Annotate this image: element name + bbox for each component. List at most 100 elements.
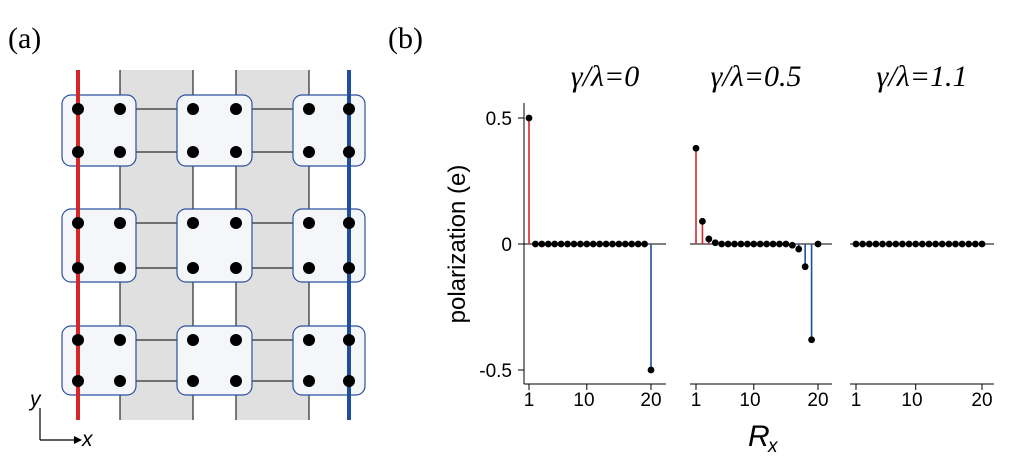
data-point bbox=[731, 240, 738, 248]
data-point bbox=[912, 240, 920, 248]
data-point bbox=[647, 366, 655, 374]
data-point bbox=[801, 263, 809, 271]
data-point bbox=[743, 240, 751, 248]
y-tick-label: 0.5 bbox=[486, 109, 512, 130]
lattice-site bbox=[303, 103, 315, 115]
subplot-title: γ/λ=0.5 bbox=[711, 60, 802, 93]
data-point bbox=[776, 240, 783, 248]
lattice-site bbox=[114, 146, 126, 158]
lattice-site bbox=[230, 217, 242, 229]
subplot-gamma-0: γ/λ=0 1 10 20 bbox=[524, 60, 666, 411]
data-point bbox=[557, 240, 565, 248]
subplot-title: γ/λ=1.1 bbox=[877, 60, 968, 93]
subplot-gamma-0.5: γ/λ=0.5 1 10 20 bbox=[690, 60, 832, 411]
panel-a-label: (a) bbox=[8, 22, 41, 55]
x-axis-letter: x bbox=[81, 428, 94, 451]
data-point bbox=[814, 240, 822, 248]
x-axis-label-main: R bbox=[748, 420, 770, 453]
x-axis-label-sub: x bbox=[767, 436, 779, 457]
lattice-site bbox=[187, 375, 199, 387]
lattice-site bbox=[343, 262, 355, 274]
data-point bbox=[589, 240, 597, 248]
data-point bbox=[965, 240, 973, 248]
data-point bbox=[795, 245, 803, 253]
data-point bbox=[705, 235, 713, 243]
data-point bbox=[724, 240, 732, 248]
lattice-site bbox=[230, 262, 242, 274]
unit-cell-block bbox=[292, 208, 366, 283]
x-tick-label: 20 bbox=[971, 390, 992, 411]
data-point bbox=[958, 240, 966, 248]
unit-cell-block bbox=[292, 94, 366, 167]
lattice-site bbox=[303, 334, 315, 346]
data-point bbox=[551, 240, 559, 248]
lattice-site bbox=[72, 334, 84, 346]
data-point bbox=[938, 240, 946, 248]
lattice-site bbox=[187, 217, 199, 229]
data-point bbox=[978, 240, 986, 248]
lattice-site bbox=[230, 334, 242, 346]
data-point bbox=[525, 114, 533, 122]
lattice-site bbox=[187, 146, 199, 158]
data-point bbox=[859, 240, 867, 248]
x-tick-label: 20 bbox=[807, 390, 828, 411]
lattice-site bbox=[343, 146, 355, 158]
lattice-site bbox=[303, 146, 315, 158]
data-point bbox=[602, 240, 610, 248]
data-point bbox=[621, 240, 629, 248]
lattice-site bbox=[72, 103, 84, 115]
data-point bbox=[532, 240, 539, 248]
data-point bbox=[905, 240, 913, 248]
lattice-site bbox=[230, 375, 242, 387]
data-point bbox=[628, 240, 636, 248]
unit-cell-block bbox=[61, 325, 137, 396]
data-point bbox=[885, 240, 893, 248]
data-point bbox=[756, 240, 764, 248]
data-point bbox=[899, 240, 906, 248]
y-tick-label: 0 bbox=[501, 235, 512, 256]
data-point bbox=[808, 336, 815, 344]
data-point bbox=[879, 240, 886, 248]
data-point bbox=[564, 240, 571, 248]
lattice-site bbox=[343, 375, 355, 387]
lattice-site bbox=[114, 217, 126, 229]
data-point bbox=[769, 240, 777, 248]
lattice-site bbox=[114, 334, 126, 346]
lattice-site bbox=[114, 103, 126, 115]
y-tick-label: -0.5 bbox=[479, 361, 512, 382]
lattice-site bbox=[343, 217, 355, 229]
data-point bbox=[971, 240, 979, 248]
data-point bbox=[852, 240, 860, 248]
x-axis-label: R x bbox=[748, 420, 779, 457]
data-point bbox=[788, 241, 796, 249]
lattice-site bbox=[72, 375, 84, 387]
data-point bbox=[576, 240, 584, 248]
lattice-site bbox=[230, 146, 242, 158]
data-point bbox=[634, 240, 642, 248]
subplot-gamma-1.1: γ/λ=1.1 1 10 20 bbox=[850, 60, 994, 411]
y-axis-letter: y bbox=[28, 388, 42, 411]
y-axis-label: polarization (e) bbox=[444, 165, 471, 324]
x-arrow-head bbox=[74, 436, 82, 444]
data-point bbox=[892, 240, 900, 248]
x-tick-label: 10 bbox=[901, 390, 922, 411]
x-tick-label: 1 bbox=[851, 390, 862, 411]
data-point bbox=[699, 217, 706, 225]
data-point bbox=[932, 240, 939, 248]
data-point bbox=[872, 240, 880, 248]
data-point bbox=[583, 240, 591, 248]
data-point bbox=[692, 144, 700, 152]
x-tick-label: 1 bbox=[691, 390, 702, 411]
subplot-title: γ/λ=0 bbox=[571, 60, 639, 93]
data-point bbox=[918, 240, 926, 248]
data-point bbox=[570, 240, 578, 248]
lattice-site bbox=[303, 262, 315, 274]
data-point bbox=[763, 240, 771, 248]
lattice-site bbox=[343, 103, 355, 115]
coordinate-axes: y x bbox=[28, 388, 94, 451]
y-axis: 0.5 0 -0.5 bbox=[479, 103, 525, 384]
lattice-site bbox=[187, 103, 199, 115]
data-point bbox=[711, 239, 719, 247]
lattice-diagram bbox=[61, 70, 366, 420]
lattice-site bbox=[72, 146, 84, 158]
